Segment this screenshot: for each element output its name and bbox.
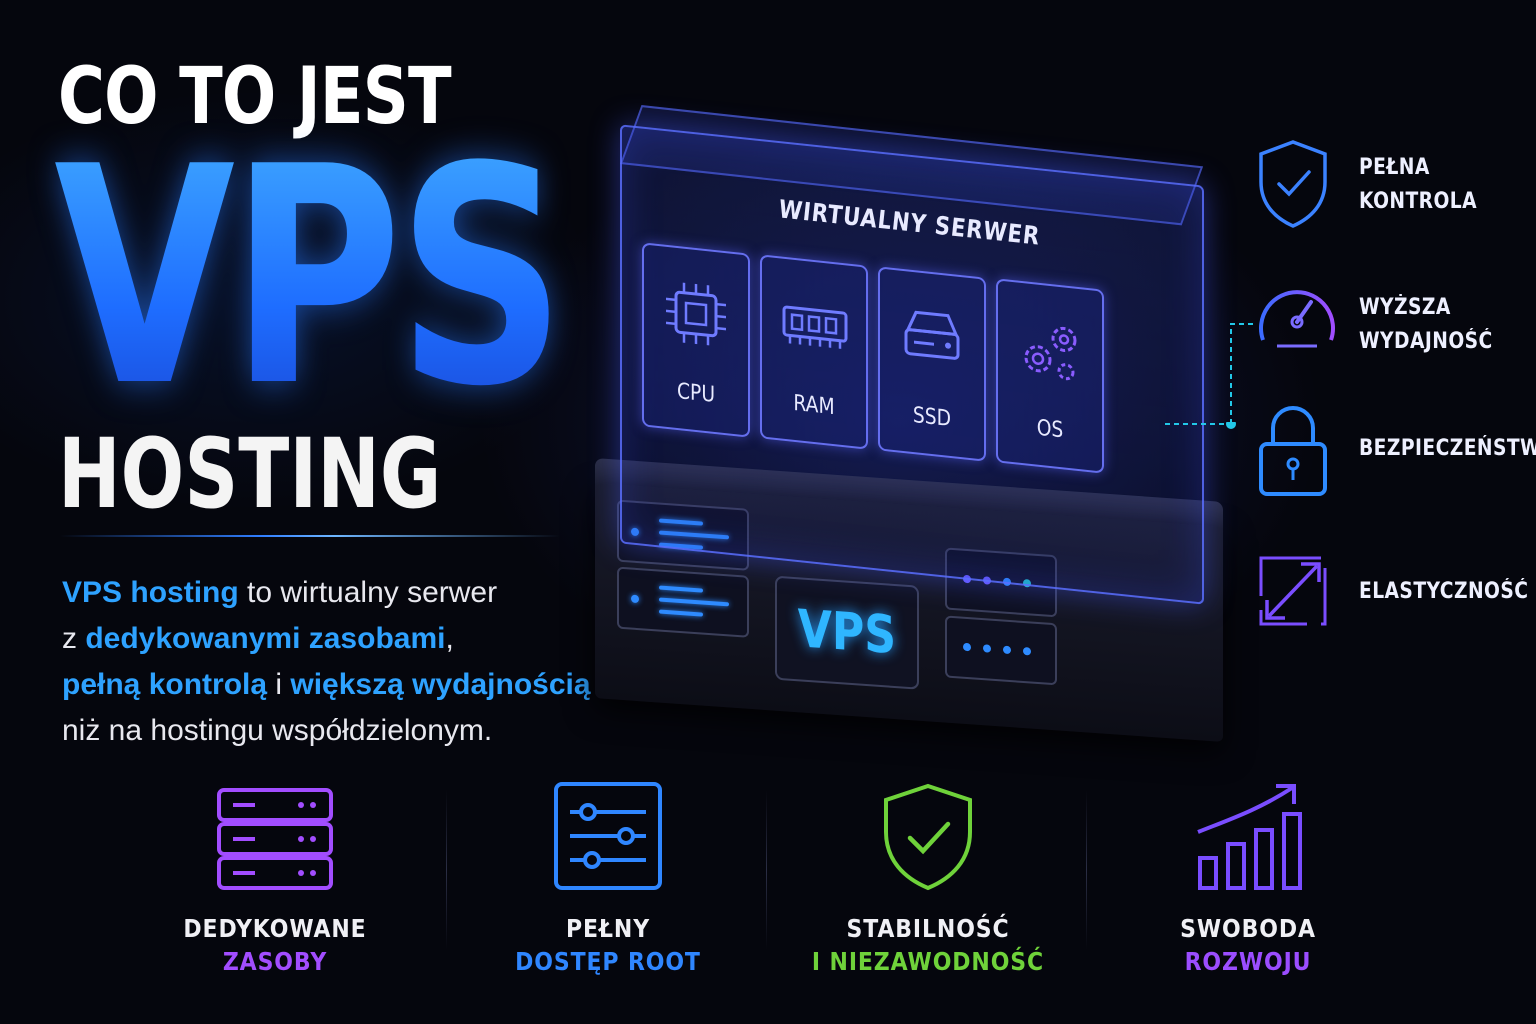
desc-text: i	[267, 668, 291, 701]
drive-bay	[617, 566, 749, 638]
feature-performance: WYŻSZA WYDAJNOŚĆ	[1255, 278, 1535, 368]
separator	[766, 790, 767, 950]
padlock-icon	[1259, 406, 1327, 496]
feature-label: KONTROLA	[1359, 189, 1478, 214]
desc-highlight: większą wydajnością	[290, 668, 591, 701]
desc-highlight: pełną kontrolą	[62, 668, 268, 701]
separator	[446, 790, 447, 950]
component-card-cpu: CPU	[642, 242, 750, 438]
benefit-title: DEDYKOWANE	[183, 914, 367, 943]
benefit-dedicated-resources: DEDYKOWANE ZASOBY	[115, 780, 435, 1000]
component-card-ssd: SSD	[878, 266, 986, 462]
benefit-subtitle: I NIEZAWODNOŚĆ	[811, 947, 1045, 976]
benefit-title: PEŁNY	[565, 914, 651, 943]
drive-bay	[945, 615, 1057, 686]
desc-text: z	[62, 622, 86, 655]
connector-line	[1230, 323, 1255, 424]
desc-highlight: VPS hosting	[62, 576, 239, 609]
benefit-subtitle: ROZWOJU	[1184, 947, 1312, 976]
benefit-subtitle: ZASOBY	[222, 947, 328, 976]
ram-icon	[782, 305, 848, 349]
component-card-os: OS	[996, 278, 1104, 474]
feature-label: WYDAJNOŚĆ	[1359, 329, 1493, 354]
benefit-title: SWOBODA	[1180, 914, 1316, 943]
separator	[1086, 790, 1087, 950]
component-label: SSD	[912, 402, 952, 433]
ssd-icon	[904, 310, 960, 360]
expand-arrows-icon	[1259, 556, 1327, 626]
component-label: CPU	[676, 379, 716, 408]
component-label: RAM	[793, 390, 835, 421]
shield-check-icon	[1259, 140, 1327, 228]
vps-display-panel: VPS	[775, 575, 919, 690]
benefit-growth: SWOBODA ROZWOJU	[1088, 780, 1408, 1000]
feature-label: BEZPIECZEŃSTWO	[1359, 436, 1536, 461]
desc-text: to wirtualny serwer	[238, 576, 498, 609]
feature-flexibility: ELASTYCZNOŚĆ	[1255, 552, 1535, 642]
feature-full-control: PEŁNA KONTROLA	[1255, 138, 1535, 228]
shield-check-icon	[884, 783, 972, 891]
feature-security: BEZPIECZEŃSTWO	[1255, 402, 1536, 496]
benefit-title: STABILNOŚĆ	[846, 914, 1010, 943]
benefit-root-access: PEŁNY DOSTĘP ROOT	[448, 780, 768, 1000]
feature-label: WYŻSZA	[1359, 295, 1451, 320]
description: VPS hosting to wirtualny serwer z dedyko…	[62, 570, 662, 754]
heading-vps: VPS	[54, 103, 566, 452]
connector-line	[1165, 422, 1236, 429]
desc-highlight: dedykowanymi zasobami	[85, 622, 446, 655]
heading-hosting: HOSTING	[58, 418, 442, 530]
desc-text: niż na hostingu współdzielonym.	[62, 714, 493, 747]
gears-icon	[1024, 326, 1077, 381]
divider	[60, 535, 560, 537]
vps-badge: VPS	[797, 599, 897, 667]
virtual-server-illustration: VPS WIRTUALNY SERWER	[590, 100, 1240, 742]
component-label: OS	[1036, 415, 1064, 444]
growth-chart-icon	[1197, 784, 1302, 890]
benefit-subtitle: DOSTĘP ROOT	[515, 947, 701, 976]
server-stack-icon	[217, 788, 333, 890]
speedometer-icon	[1259, 290, 1335, 348]
heading-line-1: CO TO JEST	[58, 52, 452, 142]
cpu-icon	[666, 282, 726, 346]
desc-text: ,	[445, 622, 454, 655]
component-card-ram: RAM	[760, 254, 868, 450]
feature-label: PEŁNA	[1359, 155, 1430, 180]
benefit-stability: STABILNOŚĆ I NIEZAWODNOŚĆ	[768, 780, 1088, 1000]
feature-label: ELASTYCZNOŚĆ	[1359, 579, 1529, 604]
sliders-icon	[554, 782, 662, 890]
